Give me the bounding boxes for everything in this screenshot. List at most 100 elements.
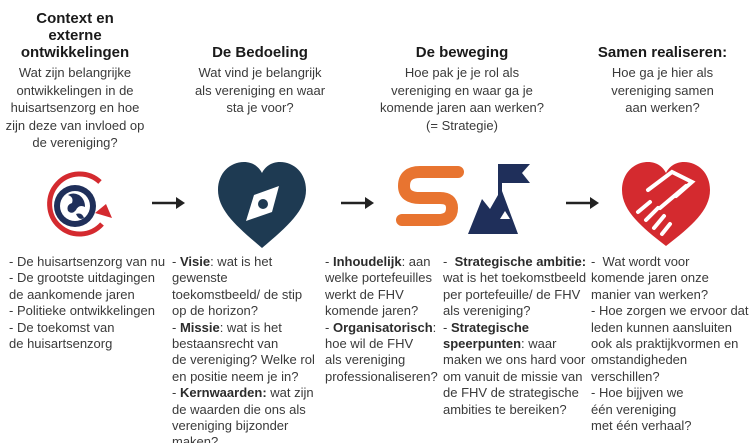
text-line: Wat zijn belangrijke <box>18 65 132 80</box>
detail-text: - Wat wordt voor <box>591 254 690 269</box>
detail-line: - De grootste uitdagingen <box>9 270 165 286</box>
detail-label: Kernwaarden: <box>179 385 267 401</box>
detail-line: omstandigheden <box>591 352 749 368</box>
detail-text: welke portefeuilles <box>325 270 432 286</box>
detail-line: - Hoe bijjven we <box>591 385 749 401</box>
detail-text: wat zijn <box>266 385 314 401</box>
detail-line: - Inhoudelijk: aan <box>325 254 438 270</box>
detail-text: wat is het toekomstbeeld <box>443 270 587 286</box>
text-line: (= Strategie) <box>426 117 498 133</box>
detail-text: - De huisartsenzorg van nu <box>9 254 166 269</box>
detail-line: hoe wil de FHV <box>325 336 438 352</box>
detail-line: toekomstbeeld/ de stip <box>172 287 315 303</box>
detail-text: de huisartsenzorg <box>9 336 113 352</box>
detail-text: de aankomende jaren <box>9 286 135 302</box>
detail-text: maken we ons hard voor <box>443 352 586 368</box>
detail-line: als vereniging? <box>443 303 586 319</box>
text-line: vereniging en waar ga je <box>391 82 533 98</box>
detail-text: ook als praktijkvormen en <box>591 336 739 352</box>
text-line: huisartsenzorg en hoe <box>10 100 140 115</box>
detail-line: komende jaren onze <box>591 270 749 286</box>
detail-text: - Hoe zorgen we ervoor dat <box>591 303 749 319</box>
heading-beweging: De beweging <box>372 44 552 61</box>
detail-text: werkt de FHV <box>325 286 404 302</box>
strategy-s-icon <box>396 166 464 226</box>
detail-label: speerpunten <box>443 336 522 352</box>
text-line: aan werken? <box>625 100 700 115</box>
detail-line: gewenste <box>172 270 315 286</box>
bullet-prefix: - <box>172 385 180 401</box>
heading-samen: Samen realiseren: <box>580 44 745 61</box>
detail-text: de waarden die ons als <box>172 401 306 417</box>
detail-text: met één verhaal? <box>591 418 692 434</box>
details-beweging-strategie: - Strategische ambitie:wat is het toekom… <box>443 254 586 418</box>
text-line: externe <box>48 27 102 44</box>
arrow-right-icon <box>341 197 374 209</box>
detail-line: bestaansrecht van <box>172 336 315 352</box>
question-bedoeling: Wat vind je belangrijk als vereniging en … <box>175 64 345 117</box>
details-context: - De huisartsenzorg van nu- De grootste … <box>9 254 165 352</box>
detail-line: professionaliseren? <box>325 369 438 385</box>
detail-line: ambities te bereiken? <box>443 402 586 418</box>
detail-line: leden kunnen aansluiten <box>591 320 749 336</box>
question-samen: Hoe ga je hier als vereniging samen aan we… <box>580 64 745 117</box>
detail-text: gewenste <box>172 270 228 286</box>
bullet-prefix: - <box>443 254 455 269</box>
detail-line: - Strategische <box>443 320 586 336</box>
text-line: vereniging samen <box>611 82 714 98</box>
detail-line: - Visie: wat is het <box>172 254 315 270</box>
detail-text: : aan <box>401 254 431 269</box>
detail-text: komende jaren? <box>325 303 419 319</box>
bullet-prefix: - <box>325 319 333 335</box>
detail-text: hoe wil de FHV <box>325 336 414 352</box>
detail-text: komende jaren onze <box>591 270 709 286</box>
bullet-prefix: - <box>325 254 333 269</box>
detail-line: - Wat wordt voor <box>591 254 749 270</box>
globe-refresh-icon <box>47 171 112 237</box>
detail-text: - De grootste uitdagingen <box>9 270 155 286</box>
detail-line: de aankomende jaren <box>9 287 165 303</box>
bullet-prefix: - <box>172 254 180 269</box>
detail-text: ambities te bereiken? <box>443 401 567 417</box>
detail-line: - Politieke ontwikkelingen <box>9 303 165 319</box>
detail-line: - Missie: wat is het <box>172 320 315 336</box>
detail-text: manier van werken? <box>591 286 709 302</box>
text-line: Hoe ga je hier als <box>611 65 714 80</box>
text-line: als vereniging en waar <box>194 82 326 98</box>
heading-bedoeling: De Bedoeling <box>175 44 345 61</box>
detail-line: per portefeuille/ de FHV <box>443 287 586 303</box>
detail-text: en positie neem je in? <box>172 368 299 384</box>
detail-text: per portefeuille/ de FHV <box>443 286 581 302</box>
detail-line: de huisartsenzorg <box>9 336 165 352</box>
text-line: Hoe pak je je rol als <box>404 65 520 80</box>
detail-label: Strategische <box>450 319 529 335</box>
text-line: zijn deze van invloed op <box>5 117 145 133</box>
question-beweging: Hoe pak je je rol als vereniging en waar … <box>372 64 552 134</box>
detail-label: Missie <box>179 319 220 335</box>
detail-line: - De toekomst van <box>9 320 165 336</box>
detail-text: de vereniging? Welke rol <box>172 352 315 368</box>
detail-text: op de horizon? <box>172 303 259 319</box>
detail-label: Strategische ambitie: <box>454 254 587 269</box>
detail-text: vereniging bijzonder <box>172 418 289 434</box>
detail-line: maken we ons hard voor <box>443 352 586 368</box>
detail-line: vereniging bijzonder <box>172 418 315 434</box>
arrow-right-icon <box>566 197 599 209</box>
text-line: Wat vind je belangrijk <box>198 65 322 80</box>
detail-text: de FHV de strategische <box>443 385 579 401</box>
detail-line: werkt de FHV <box>325 287 438 303</box>
detail-line: de vereniging? Welke rol <box>172 352 315 368</box>
detail-text: maken? <box>172 434 219 443</box>
text-line: de vereniging? <box>32 135 118 150</box>
detail-text: : wat is het <box>210 254 273 269</box>
detail-line: de waarden die ons als <box>172 402 315 418</box>
detail-text: verschillen? <box>591 368 660 384</box>
arrow-right-icon <box>152 197 185 209</box>
detail-line: - De huisartsenzorg van nu <box>9 254 165 270</box>
